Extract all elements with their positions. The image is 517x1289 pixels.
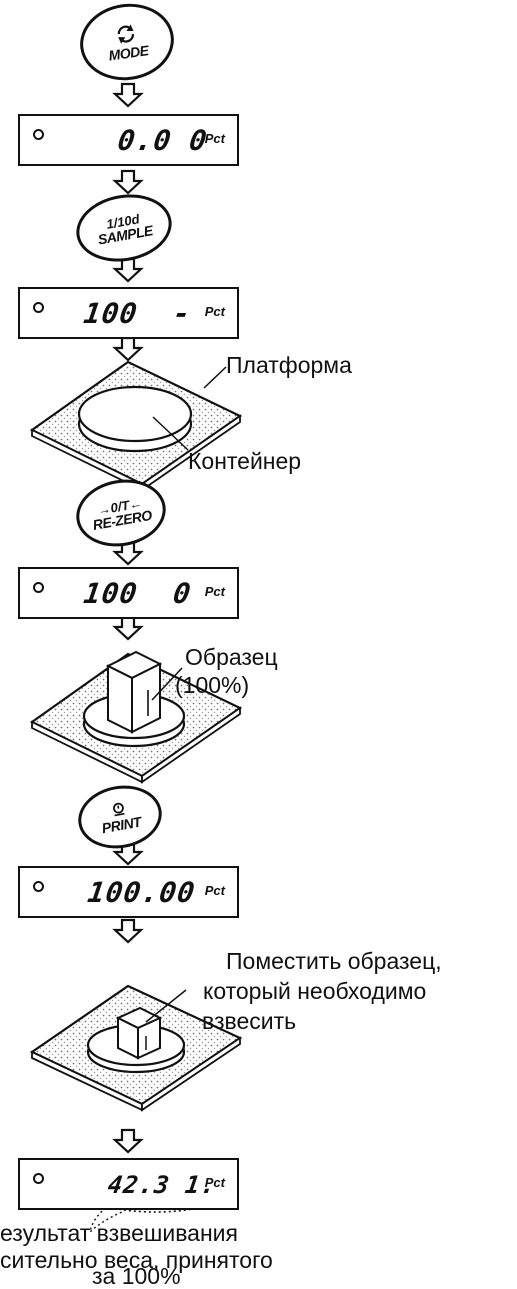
stable-indicator bbox=[33, 302, 44, 313]
down-arrow-icon bbox=[113, 615, 143, 641]
sample-button-label: SAMPLE bbox=[96, 221, 154, 248]
platform-with-container-illustration bbox=[29, 360, 243, 492]
down-arrow-icon bbox=[113, 169, 143, 195]
display-unit: Pct bbox=[204, 304, 225, 319]
balance-display-2: 100 - Pct bbox=[18, 287, 239, 339]
stable-indicator bbox=[33, 129, 44, 140]
print-button-label: PRINT bbox=[100, 813, 143, 837]
platform-label: Платформа bbox=[226, 352, 352, 378]
down-arrow-icon bbox=[113, 1128, 143, 1154]
container-label: Контейнер bbox=[188, 448, 302, 474]
platform-with-sample-illustration bbox=[29, 650, 243, 784]
platform-with-object-illustration bbox=[29, 984, 243, 1112]
mode-button-label: MODE bbox=[107, 42, 150, 64]
print-button[interactable]: PRINT bbox=[73, 779, 167, 855]
stable-indicator bbox=[33, 881, 44, 892]
display-reading: 100.00 bbox=[85, 876, 198, 909]
print-icon bbox=[113, 802, 125, 817]
down-arrow-icon bbox=[113, 257, 143, 283]
balance-display-4: 100.00 Pct bbox=[18, 866, 239, 918]
result-caption-line2: сительно веса, принятого bbox=[0, 1247, 273, 1273]
cycle-arrows-icon bbox=[117, 24, 135, 44]
display-reading: 0.0 0 bbox=[115, 124, 210, 157]
balance-display-1: 0.0 0 Pct bbox=[18, 114, 239, 166]
display-unit: Pct bbox=[204, 584, 225, 599]
result-caption-line1: езультат взвешивания bbox=[0, 1220, 238, 1246]
result-caption-line3: за 100% bbox=[92, 1263, 181, 1289]
place-object-label-line2: который необходимо bbox=[203, 978, 427, 1004]
sample-percent-label: (100%) bbox=[175, 672, 250, 698]
display-reading: 100 - bbox=[81, 297, 194, 330]
display-unit: Pct bbox=[204, 883, 225, 898]
display-reading: 100 0 bbox=[81, 577, 194, 610]
mode-button[interactable]: MODE bbox=[75, 0, 179, 87]
stable-indicator bbox=[33, 582, 44, 593]
display-unit: Pct bbox=[204, 131, 225, 146]
sample-label: Образец bbox=[185, 644, 278, 670]
down-arrow-icon bbox=[113, 336, 143, 362]
place-object-label-line3: взвесить bbox=[202, 1008, 297, 1034]
down-arrow-icon bbox=[113, 918, 143, 944]
balance-display-3: 100 0 Pct bbox=[18, 567, 239, 619]
place-object-label-line1: Поместить образец, bbox=[226, 948, 442, 974]
display-reading: 42.3 1. bbox=[106, 1171, 219, 1199]
balance-display-5: 42.3 1. Pct bbox=[18, 1158, 239, 1210]
display-unit: Pct bbox=[204, 1175, 225, 1190]
down-arrow-icon bbox=[113, 82, 143, 108]
stable-indicator bbox=[33, 1173, 44, 1184]
